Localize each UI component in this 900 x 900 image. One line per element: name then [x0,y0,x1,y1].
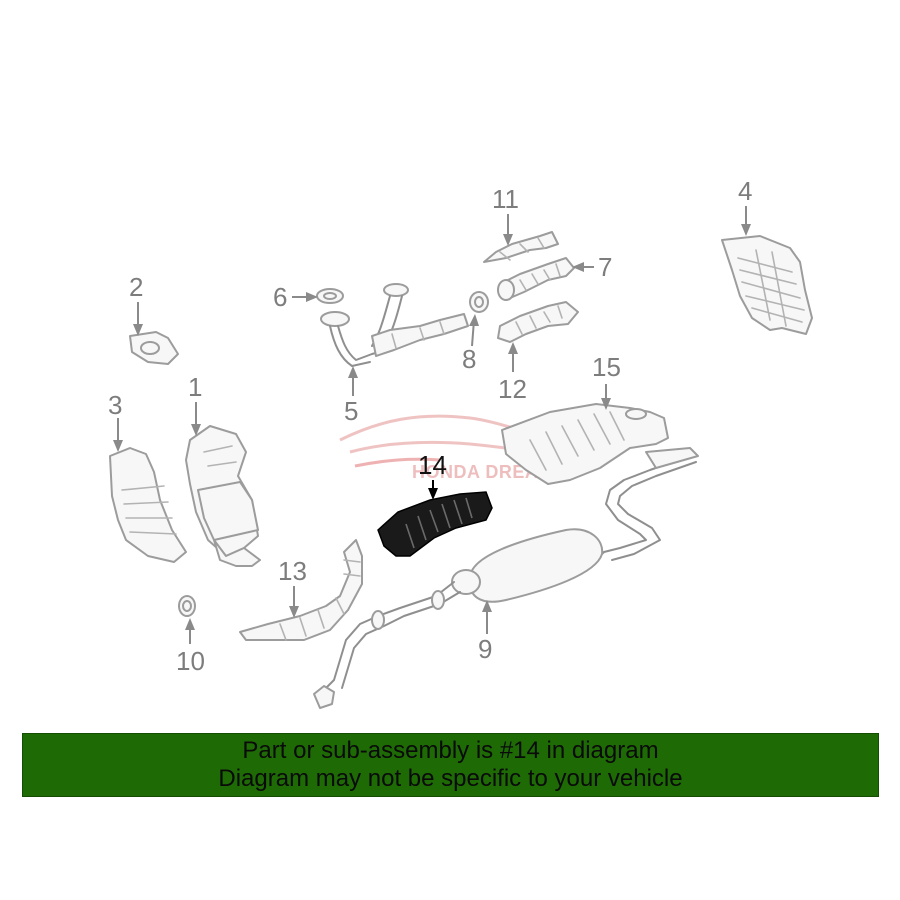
part-5-front-pipe [320,283,469,367]
part-8-gasket [469,291,489,313]
arrow-12 [508,342,518,372]
arrow-14 [428,480,438,500]
callout-1: 1 [188,372,202,402]
part-1-catalytic-converter [185,425,261,567]
callout-8: 8 [462,344,476,374]
part-12-heat-shield [497,301,579,343]
callout-3: 3 [108,390,122,420]
callout-5: 5 [344,396,358,426]
arrow-3 [113,418,123,452]
arrow-4 [741,206,751,236]
arrow-5 [348,366,358,396]
arrow-11 [503,214,513,246]
callout-12: 12 [498,374,527,404]
arrow-10 [185,618,195,644]
callout-9: 9 [478,634,492,664]
callout-7: 7 [598,252,612,282]
callout-15: 15 [592,352,621,382]
banner-line-1: Part or sub-assembly is #14 in diagram [242,737,659,764]
callout-6: 6 [273,282,287,312]
arrow-9 [482,600,492,634]
callout-14: 14 [418,450,447,480]
arrow-6 [292,292,318,302]
part-10-gasket [178,595,196,617]
part-6-gasket [316,288,344,304]
part-11-heat-shield [483,231,559,263]
arrow-2 [133,302,143,336]
part-9-exhaust-system [313,447,699,709]
info-banner: Part or sub-assembly is #14 in diagram D… [22,733,879,797]
part-4-heat-shield [721,235,813,335]
arrow-7 [572,262,594,272]
callout-10: 10 [176,646,205,676]
arrow-1 [191,402,201,436]
arrow-15 [601,384,611,410]
arrow-13 [289,586,299,618]
callout-11: 11 [492,184,519,214]
callout-13: 13 [278,556,307,586]
banner-line-2: Diagram may not be specific to your vehi… [218,765,683,792]
part-2-gasket [129,331,179,365]
callout-2: 2 [129,272,143,302]
callout-4: 4 [738,176,752,206]
part-14-heat-shield-highlighted [377,491,493,557]
arrow-8 [469,314,479,347]
watermark-text: HONDA DREAM [412,462,554,482]
part-7-pipe [497,257,575,301]
part-3-heat-shield [109,447,187,563]
part-13-pipe-shield [239,539,363,641]
